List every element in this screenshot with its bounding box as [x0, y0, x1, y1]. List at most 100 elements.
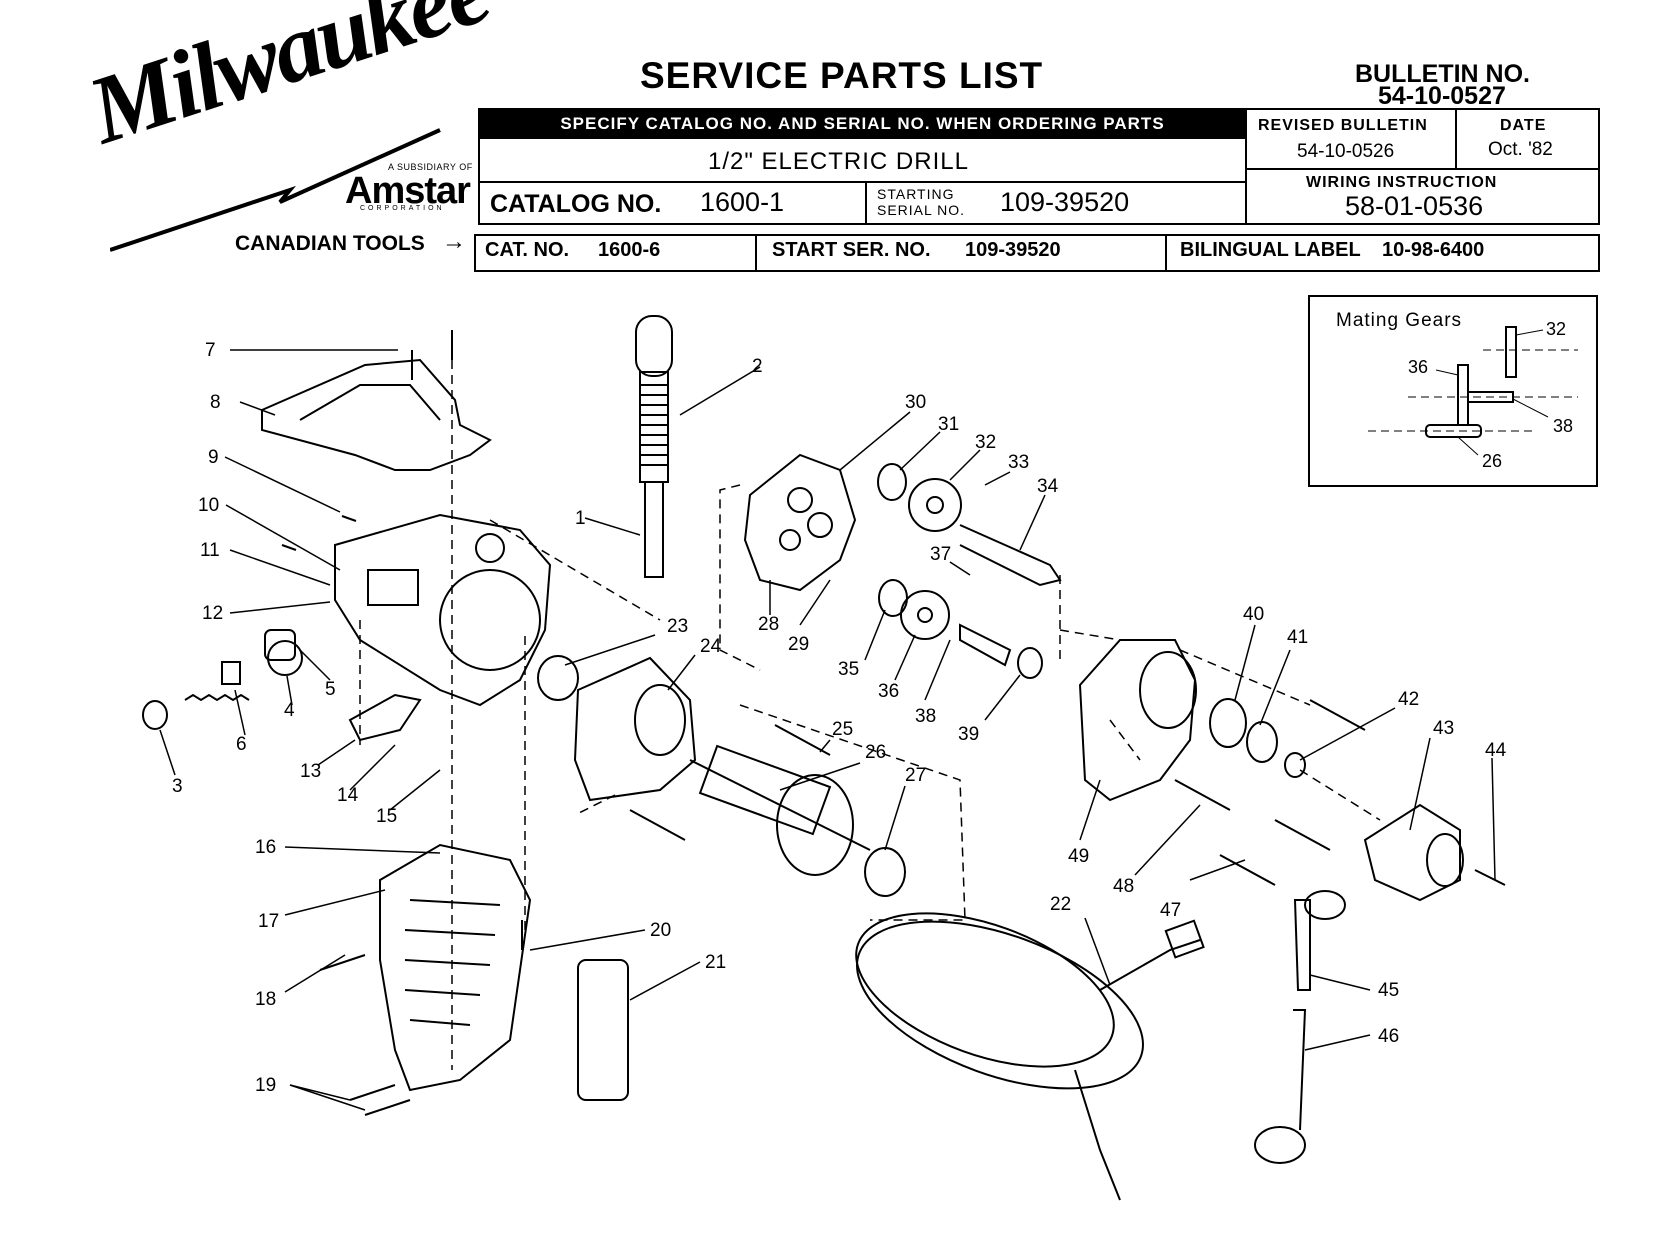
chuck-key-part [1293, 899, 1311, 991]
part-number: 12 [202, 603, 223, 624]
mating-gears-inset [1308, 295, 1598, 487]
bilingual-label: BILINGUAL LABEL [1180, 239, 1361, 261]
canadian-tools-label: CANADIAN TOOLS [235, 232, 425, 255]
specify-text: SPECIFY CATALOG NO. AND SERIAL NO. WHEN … [560, 114, 1165, 133]
part-number: 15 [376, 806, 397, 827]
catalog-number: 1600-1 [700, 187, 785, 217]
divider [1165, 234, 1167, 272]
part-number: 4 [284, 700, 295, 721]
armature-part [689, 744, 871, 876]
page-title: SERVICE PARTS LIST [640, 55, 1044, 96]
part-number: 24 [700, 636, 722, 657]
part-number: 27 [905, 765, 926, 786]
bulletin-info-box [1245, 108, 1600, 225]
date-value: Oct. '82 [1488, 139, 1553, 160]
part-number: 16 [255, 837, 276, 858]
starting-serial: 109-39520 [1000, 187, 1130, 217]
side-handle-part [635, 315, 673, 578]
part-number: 9 [208, 447, 219, 468]
part-number: 45 [1378, 980, 1399, 1001]
part-number: 49 [1068, 846, 1089, 867]
part-number: 14 [337, 785, 359, 806]
cord-part [855, 912, 1205, 1201]
part-number: 7 [205, 340, 216, 361]
part-number: 36 [878, 681, 899, 702]
gear-case-part [1078, 639, 1197, 802]
part-number: 23 [667, 616, 688, 637]
part-number: 19 [255, 1075, 276, 1096]
field-part [573, 656, 697, 802]
shaft-part [959, 623, 1012, 667]
divider [478, 181, 1247, 183]
lightning-bolt-icon [110, 128, 441, 252]
divider [1245, 168, 1600, 170]
revised-bulletin-number: 54-10-0526 [1297, 141, 1395, 162]
part-number: 44 [1485, 740, 1507, 761]
mating-gears-title: Mating Gears [1336, 310, 1463, 331]
part-number: 33 [1008, 452, 1029, 473]
part-number: 17 [258, 911, 279, 932]
part-number: 32 [975, 432, 996, 453]
part-number: 28 [758, 614, 779, 635]
part-number: 34 [1037, 476, 1059, 497]
top-cover-part [261, 358, 492, 471]
bearing-part [537, 655, 579, 701]
amstar-corporation-text: CORPORATION [360, 205, 445, 212]
part-number: 41 [1287, 627, 1308, 648]
motor-housing-part [334, 513, 552, 707]
part-number: 39 [958, 724, 979, 745]
part-number: 38 [915, 706, 936, 727]
divider [755, 234, 757, 272]
mating-gears-diagram: 32 36 38 26 [1368, 319, 1578, 471]
part-number: 46 [1378, 1026, 1399, 1047]
date-label: DATE [1500, 117, 1547, 134]
part-number: 13 [300, 761, 321, 782]
part-number: 5 [325, 679, 336, 700]
cat-no-label: CAT. NO. [485, 239, 570, 261]
chuck-part [1363, 803, 1464, 902]
part-number: 47 [1160, 900, 1181, 921]
part-number: 43 [1433, 718, 1454, 739]
part-number: 48 [1113, 876, 1134, 897]
part-number: 35 [838, 659, 859, 680]
inset-label: 38 [1553, 416, 1573, 436]
catalog-label: CATALOG NO. [490, 190, 662, 218]
wiring-instruction-number: 58-01-0536 [1345, 191, 1484, 221]
bilingual-value: 10-98-6400 [1382, 239, 1485, 261]
part-number: 31 [938, 414, 959, 435]
revised-bulletin-label: REVISED BULLETIN [1258, 117, 1428, 134]
part-number: 20 [650, 920, 671, 941]
divider [865, 181, 867, 225]
part-number: 26 [865, 742, 886, 763]
bulletin-label: BULLETIN NO. [1355, 60, 1530, 88]
part-number: 29 [788, 634, 809, 655]
part-number: 1 [575, 508, 586, 529]
gear-plate-part [743, 453, 857, 592]
inset-label: 32 [1546, 319, 1566, 339]
part-number: 40 [1243, 604, 1264, 625]
specify-banner: SPECIFY CATALOG NO. AND SERIAL NO. WHEN … [479, 109, 1246, 139]
screw-parts [281, 330, 1506, 1116]
start-ser-label: START SER. NO. [772, 239, 931, 261]
brush-parts [142, 629, 303, 730]
part-number: 2 [752, 356, 763, 377]
cat-no-value: 1600-6 [598, 239, 661, 261]
part-number: 8 [210, 392, 221, 413]
amstar-logo: Amstar [345, 170, 471, 212]
divider [1455, 108, 1457, 168]
part-number: 22 [1050, 894, 1071, 915]
part-number: 10 [198, 495, 219, 516]
canadian-info-box [474, 234, 1600, 272]
switch-part [577, 959, 629, 1101]
bearing-part [864, 847, 906, 897]
arrow-right-icon: → [442, 228, 466, 255]
part-number: 30 [905, 392, 926, 413]
subsidiary-text: A SUBSIDIARY OF [388, 162, 473, 172]
part-number: 3 [172, 776, 183, 797]
part-number: 25 [832, 719, 853, 740]
product-name: 1/2" ELECTRIC DRILL [708, 148, 969, 175]
wiring-instruction-label: WIRING INSTRUCTION [1306, 174, 1498, 191]
starting-label-2: SERIAL NO. [877, 202, 966, 218]
bulletin-number: 54-10-0527 [1378, 82, 1506, 110]
